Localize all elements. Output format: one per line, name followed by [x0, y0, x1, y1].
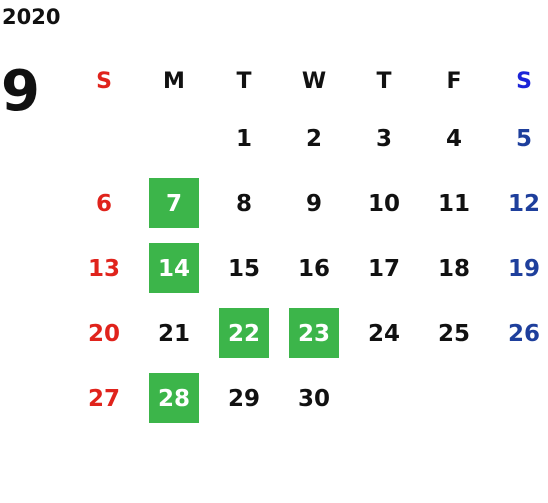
- day-cell[interactable]: 5: [515, 125, 532, 152]
- weekday-monday: M: [163, 68, 185, 94]
- week-row: 13 14 15 16 17 18 19: [69, 236, 548, 301]
- day-cell[interactable]: 27: [87, 385, 120, 412]
- day-cell: [489, 366, 548, 431]
- weekday-wednesday: W: [301, 68, 327, 94]
- day-cell[interactable]: 26: [507, 320, 540, 347]
- day-cell[interactable]: 15: [227, 255, 260, 282]
- day-cell[interactable]: 3: [375, 125, 392, 152]
- day-cell-highlighted[interactable]: 28: [139, 366, 209, 431]
- weekday-tuesday: T: [236, 68, 252, 94]
- weekday-friday: F: [446, 68, 462, 94]
- week-row: 27 28 29 30: [69, 366, 548, 431]
- day-cell[interactable]: 18: [437, 255, 470, 282]
- day-cell[interactable]: 17: [367, 255, 400, 282]
- week-row: 1 2 3 4 5: [69, 106, 548, 171]
- year-label: 2020: [2, 5, 61, 29]
- month-label: 9: [1, 59, 40, 124]
- day-cell[interactable]: 19: [507, 255, 540, 282]
- day-cell[interactable]: 12: [507, 190, 540, 217]
- day-cell-highlighted[interactable]: 14: [139, 236, 209, 301]
- weekday-sunday: S: [96, 68, 112, 94]
- day-cell[interactable]: 8: [235, 190, 252, 217]
- weekday-saturday: S: [516, 68, 532, 94]
- day-cell: [69, 106, 139, 171]
- day-cell: [349, 366, 419, 431]
- day-cell[interactable]: 11: [437, 190, 470, 217]
- day-cell[interactable]: 13: [87, 255, 120, 282]
- day-cell[interactable]: 25: [437, 320, 470, 347]
- weekday-header: S M T W T F S: [69, 56, 548, 106]
- day-cell[interactable]: 10: [367, 190, 400, 217]
- calendar-grid: S M T W T F S 1 2 3 4 5 6 7 8 9 10 11 12: [69, 56, 548, 431]
- day-cell: [419, 366, 489, 431]
- day-cell[interactable]: 20: [87, 320, 120, 347]
- day-cell-highlighted[interactable]: 23: [279, 301, 349, 366]
- week-row: 20 21 22 23 24 25 26: [69, 301, 548, 366]
- day-cell[interactable]: 29: [227, 385, 260, 412]
- day-cell-highlighted[interactable]: 7: [139, 171, 209, 236]
- day-cell[interactable]: 30: [297, 385, 330, 412]
- day-cell[interactable]: 1: [235, 125, 252, 152]
- day-cell[interactable]: 21: [157, 320, 190, 347]
- day-cell: [139, 106, 209, 171]
- day-cell[interactable]: 9: [305, 190, 322, 217]
- day-cell[interactable]: 4: [445, 125, 462, 152]
- day-cell-highlighted[interactable]: 22: [209, 301, 279, 366]
- weekday-thursday: T: [376, 68, 392, 94]
- week-row: 6 7 8 9 10 11 12: [69, 171, 548, 236]
- day-cell[interactable]: 24: [367, 320, 400, 347]
- day-cell[interactable]: 16: [297, 255, 330, 282]
- day-cell[interactable]: 6: [95, 190, 112, 217]
- day-cell[interactable]: 2: [305, 125, 322, 152]
